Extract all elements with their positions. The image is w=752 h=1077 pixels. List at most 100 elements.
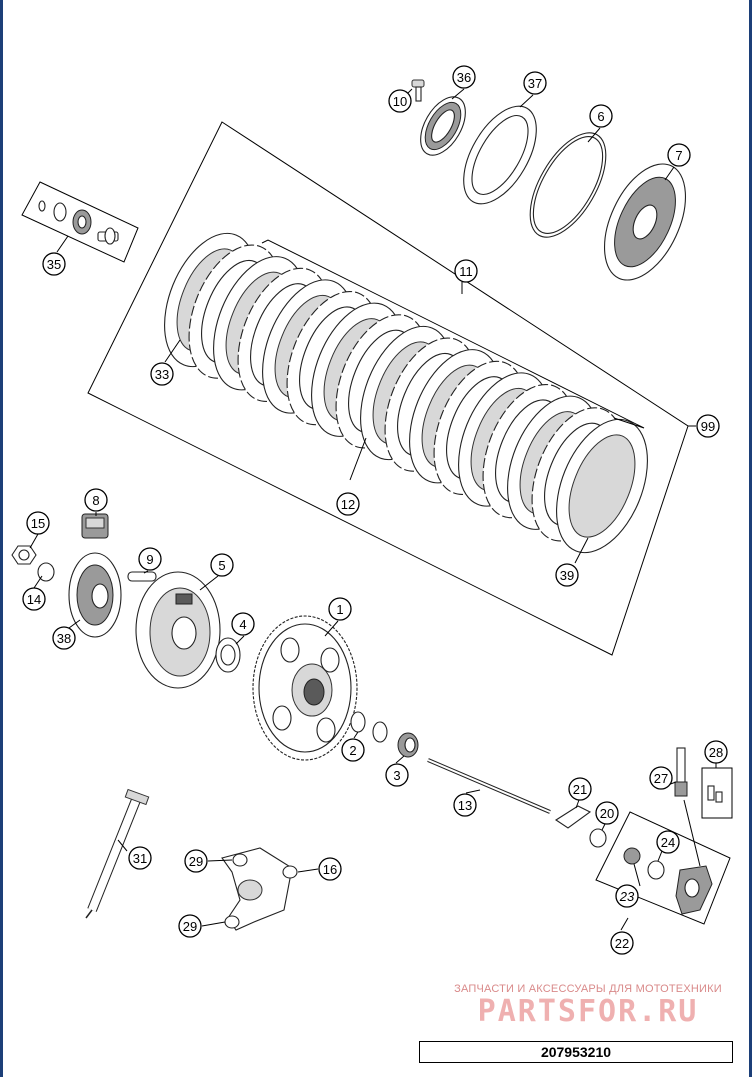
part-23-piston — [623, 847, 641, 865]
callout-label: 23 — [619, 889, 635, 904]
callout-15: 15 — [26, 511, 50, 535]
callout-label: 14 — [27, 592, 41, 607]
group-outline-22 — [595, 811, 731, 925]
callout-label: 2 — [349, 743, 356, 758]
callout-label: 22 — [615, 936, 629, 951]
callout-label: 27 — [654, 771, 668, 786]
callout-circle — [138, 547, 162, 571]
callout-circle — [178, 914, 202, 938]
callout-circle — [388, 89, 412, 113]
callout-10: 10 — [388, 89, 412, 113]
callout-label: 21 — [573, 782, 587, 797]
callout-circle — [589, 104, 613, 128]
callout-label: 28 — [709, 745, 723, 760]
callout-13: 13 — [453, 793, 477, 817]
part-35-bearing-kit — [38, 200, 119, 245]
callout-14: 14 — [22, 587, 46, 611]
callout-circle — [210, 553, 234, 577]
callout-circle — [150, 362, 174, 386]
part-22-slave-cylinder — [675, 865, 713, 915]
callout-12: 12 — [336, 492, 360, 516]
watermark-logo: PARTSFOR.RU — [477, 994, 699, 1029]
callout-28: 28 — [704, 740, 728, 764]
callout-label: 36 — [457, 70, 471, 85]
frame-edge-right — [749, 0, 752, 1077]
callout-16: 16 — [318, 857, 342, 881]
callout-31: 31 — [128, 846, 152, 870]
callout-circle — [696, 414, 720, 438]
callout-3: 3 — [385, 763, 409, 787]
callout-circle — [615, 884, 639, 908]
part-7-pressure-plate — [604, 163, 686, 281]
part-8-pad — [81, 513, 109, 539]
callout-circle — [128, 846, 152, 870]
callout-label: 6 — [597, 109, 604, 124]
callout-label: 33 — [155, 367, 169, 382]
callout-label: 24 — [661, 835, 675, 850]
callout-circle — [523, 71, 547, 95]
callout-circle — [568, 777, 592, 801]
callout-circle — [231, 612, 255, 636]
group-outline-35 — [21, 181, 139, 263]
callout-35: 35 — [42, 252, 66, 276]
callout-21: 21 — [568, 777, 592, 801]
callout-circle — [667, 143, 691, 167]
callout-label: 29 — [189, 854, 203, 869]
callout-label: 10 — [393, 94, 407, 109]
callout-24: 24 — [656, 830, 680, 854]
callout-label: 99 — [701, 419, 715, 434]
callout-label: 29 — [183, 919, 197, 934]
callout-6: 6 — [589, 104, 613, 128]
part-21-gasket — [554, 805, 592, 829]
callout-label: 8 — [92, 493, 99, 508]
callout-circle — [336, 492, 360, 516]
callout-label: 37 — [528, 76, 542, 91]
callout-4: 4 — [231, 612, 255, 636]
callout-label: 16 — [323, 862, 337, 877]
callout-39: 39 — [555, 563, 579, 587]
callout-99: 99 — [696, 414, 720, 438]
part-1-outer-clutch-basket — [252, 615, 358, 761]
callout-label: 9 — [146, 552, 153, 567]
callout-label: 13 — [458, 798, 472, 813]
part-28-bleeder-set — [701, 767, 733, 819]
callout-29: 29 — [178, 914, 202, 938]
callout-label: 12 — [341, 497, 355, 512]
part-2-needle-bushings — [350, 711, 388, 743]
callout-circle — [84, 488, 108, 512]
part-5-clutch-hub — [135, 571, 221, 689]
callout-circle — [656, 830, 680, 854]
callout-circle — [454, 259, 478, 283]
callout-circle — [649, 766, 673, 790]
callout-circle — [318, 857, 342, 881]
clutch-plate-stack — [164, 232, 648, 554]
callout-circle — [595, 801, 619, 825]
callout-label: 15 — [31, 516, 45, 531]
diagram-reference-number: 207953210 — [419, 1041, 733, 1063]
callout-circle — [22, 587, 46, 611]
callout-22: 22 — [610, 931, 634, 955]
callout-circle — [453, 793, 477, 817]
callout-33: 33 — [150, 362, 174, 386]
part-3-sleeve — [397, 732, 419, 758]
callout-label: 39 — [560, 568, 574, 583]
callout-circle — [52, 626, 76, 650]
callout-circle — [184, 849, 208, 873]
group-outline-99 — [87, 121, 689, 656]
watermark: ЗАПЧАСТИ И АКСЕССУАРЫ ДЛЯ МОТОТЕХНИКИ PA… — [438, 983, 738, 1029]
callout-label: 7 — [675, 148, 682, 163]
callout-9: 9 — [138, 547, 162, 571]
callout-5: 5 — [210, 553, 234, 577]
callout-label: 35 — [47, 257, 61, 272]
callout-circle — [341, 738, 365, 762]
callout-circle — [26, 511, 50, 535]
callout-2: 2 — [341, 738, 365, 762]
part-9-pin — [127, 571, 157, 582]
callout-37: 37 — [523, 71, 547, 95]
callout-label: 38 — [57, 631, 71, 646]
part-10-bolt — [411, 79, 425, 102]
callout-label: 1 — [336, 602, 343, 617]
part-16-lever-housing — [221, 847, 298, 931]
